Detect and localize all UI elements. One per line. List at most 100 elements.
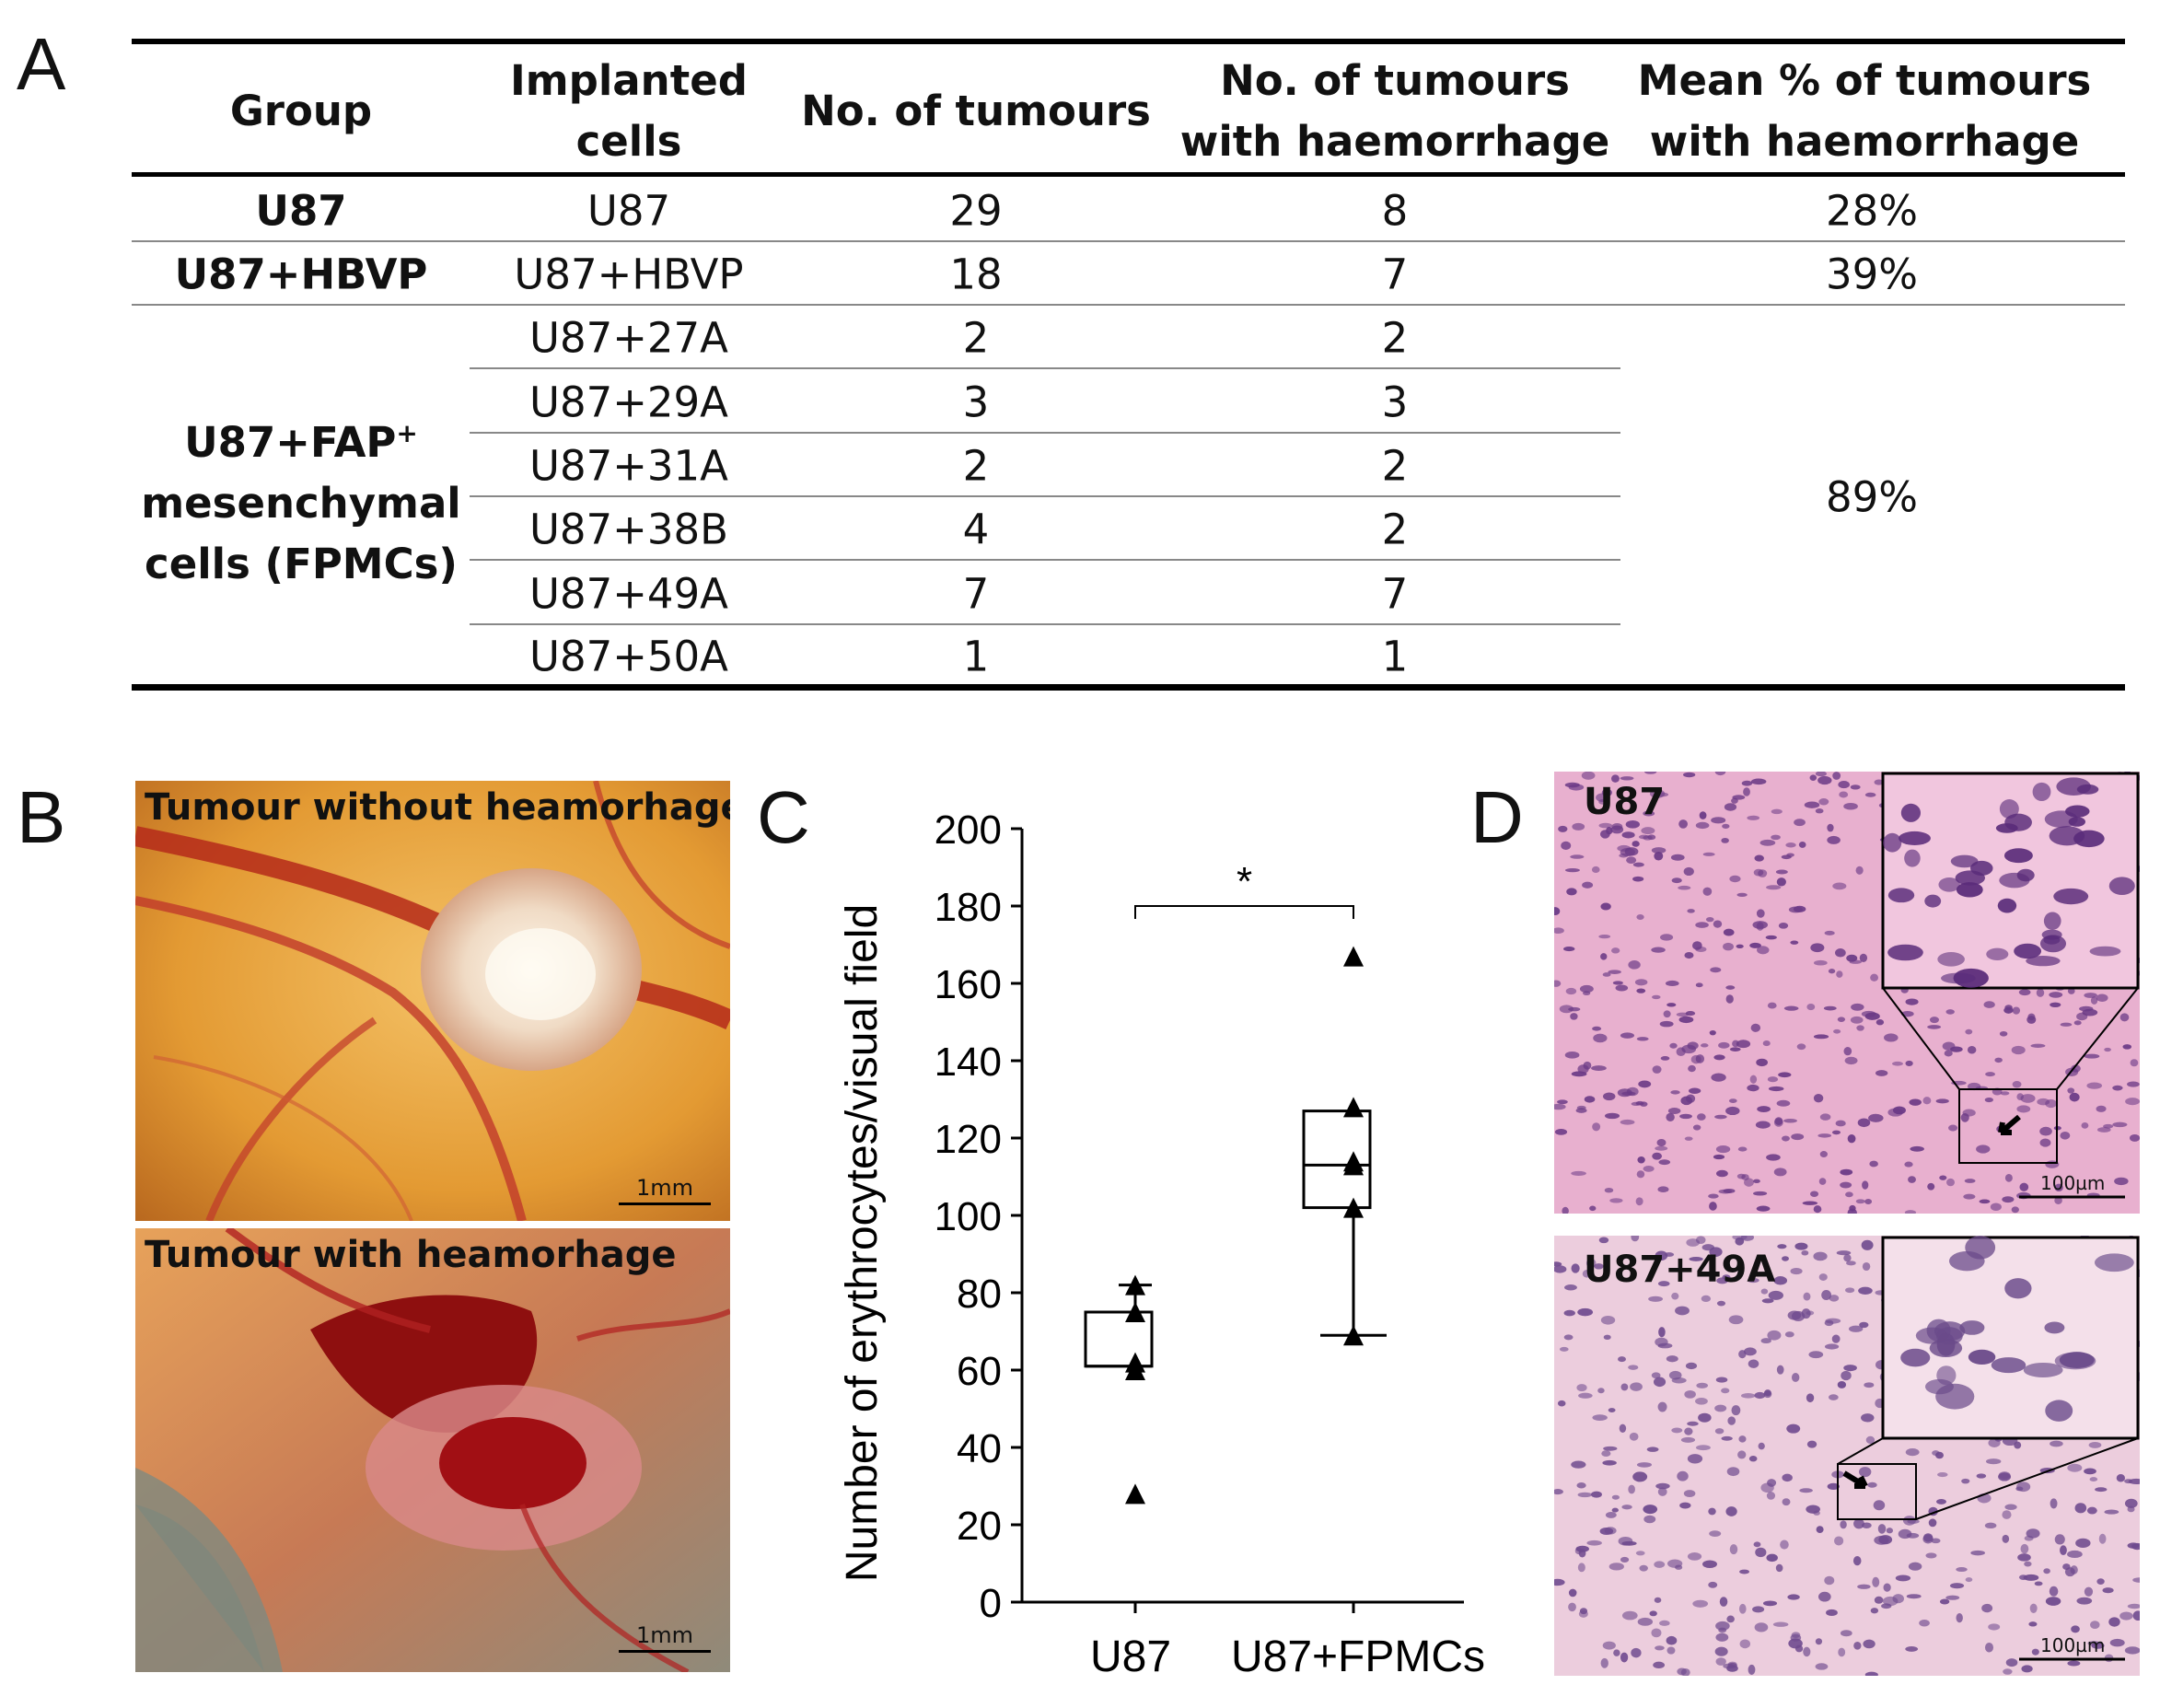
nucleus <box>1679 1502 1691 1509</box>
nucleus <box>1728 1098 1737 1103</box>
nucleus <box>1718 1041 1730 1049</box>
nucleus <box>1999 799 2019 819</box>
nucleus <box>1887 944 1923 961</box>
nucleus <box>1739 1639 1751 1649</box>
nucleus <box>1695 821 1710 830</box>
nucleus <box>1637 1156 1645 1164</box>
nucleus <box>1635 1551 1645 1556</box>
nucleus <box>1655 1645 1665 1651</box>
nucleus <box>1689 1087 1701 1094</box>
nucleus <box>2039 1126 2052 1136</box>
nucleus <box>1942 1041 1956 1051</box>
nucleus <box>1767 1330 1782 1341</box>
nucleus <box>1984 1098 1993 1103</box>
nucleus <box>1956 1567 1968 1573</box>
nucleus <box>1964 1179 1976 1183</box>
nucleus <box>2090 1621 2100 1630</box>
nucleus <box>2030 1043 2046 1048</box>
group-u87: U87 <box>255 186 347 236</box>
x-tick-label: U87 <box>1090 1632 1171 1681</box>
nucleus <box>1632 862 1644 867</box>
nucleus <box>1794 819 1806 827</box>
nucleus <box>2112 1121 2128 1128</box>
nucleus <box>1826 1609 1838 1617</box>
nucleus <box>1827 1482 1840 1490</box>
nucleus <box>1756 1058 1768 1067</box>
nucleus <box>1725 1106 1740 1116</box>
nucleus <box>2027 1013 2036 1021</box>
nucleus <box>2102 1587 2114 1594</box>
nucleus <box>2060 1545 2067 1556</box>
nucleus <box>1994 1057 2003 1063</box>
nucleus <box>1827 835 1841 844</box>
nucleus <box>1714 772 1726 776</box>
nucleus <box>1836 1250 1852 1256</box>
nucleus <box>1641 827 1655 835</box>
nucleus <box>1636 988 1646 993</box>
row-cells: U87+38B <box>528 505 729 554</box>
nucleus <box>1635 1197 1643 1206</box>
nucleus <box>2108 1617 2120 1627</box>
nucleus <box>2116 1474 2126 1482</box>
nucleus <box>1782 1256 1789 1261</box>
nucleus <box>1571 1170 1586 1176</box>
nucleus <box>1619 1423 1627 1433</box>
nucleus <box>1851 1003 1864 1011</box>
nucleus <box>1666 1355 1678 1363</box>
nucleus <box>1850 784 1861 790</box>
nucleus <box>1838 781 1850 789</box>
nucleus <box>1761 1298 1774 1304</box>
nucleus <box>1864 792 1876 797</box>
nucleus <box>1762 1040 1771 1047</box>
nucleus <box>1684 1389 1696 1399</box>
nucleus <box>1810 1191 1819 1198</box>
nucleus <box>2026 956 2061 967</box>
nucleus <box>1750 778 1767 785</box>
nucleus <box>1739 1569 1750 1574</box>
nucleus <box>1908 1562 1922 1571</box>
nucleus <box>1760 1338 1771 1344</box>
nucleus <box>2002 1510 2012 1519</box>
nucleus <box>1609 1198 1623 1203</box>
nucleus <box>1922 1533 1934 1542</box>
nucleus <box>1592 1122 1601 1132</box>
nucleus <box>1945 1009 1955 1015</box>
nucleus <box>1576 1482 1586 1489</box>
nucleus <box>1753 1541 1761 1548</box>
nucleus <box>2037 1098 2050 1106</box>
haemorrhage-table: Group Implanted cells No. of tumours No.… <box>0 0 2160 718</box>
nucleus <box>1773 1168 1787 1177</box>
nucleus <box>1979 1199 1991 1204</box>
nucleus <box>1949 1583 1965 1589</box>
nucleus <box>1855 866 1864 875</box>
nucleus <box>1700 1043 1709 1048</box>
nucleus <box>2026 1528 2040 1539</box>
box-u87 <box>1084 1274 1154 1505</box>
nucleus <box>1760 1288 1769 1295</box>
nucleus <box>1847 1208 1857 1214</box>
nucleus <box>1766 1154 1781 1161</box>
nucleus <box>1722 823 1730 829</box>
nucleus <box>1576 1384 1587 1392</box>
nucleus <box>1767 1002 1777 1009</box>
nucleus <box>1611 1494 1620 1500</box>
nucleus <box>2043 1568 2050 1574</box>
nucleus <box>1597 1388 1605 1394</box>
nucleus <box>1988 1623 2001 1631</box>
nucleus <box>1615 984 1629 992</box>
row-tumours: 7 <box>962 569 990 619</box>
nucleus <box>2076 1012 2088 1021</box>
nucleus <box>1924 1378 1954 1395</box>
nucleus <box>1620 1383 1629 1391</box>
nucleus <box>1676 1047 1686 1057</box>
nucleus <box>1726 1615 1735 1623</box>
nucleus <box>1714 1646 1728 1656</box>
row-haem: 8 <box>1381 186 1409 236</box>
data-point <box>1343 1097 1364 1118</box>
table-header-rule <box>132 172 2125 177</box>
nucleus <box>1857 1584 1871 1589</box>
row-tumours: 29 <box>949 186 1003 236</box>
nucleus <box>1582 881 1594 889</box>
nucleus <box>1654 1597 1662 1603</box>
nucleus <box>1853 1518 1864 1529</box>
